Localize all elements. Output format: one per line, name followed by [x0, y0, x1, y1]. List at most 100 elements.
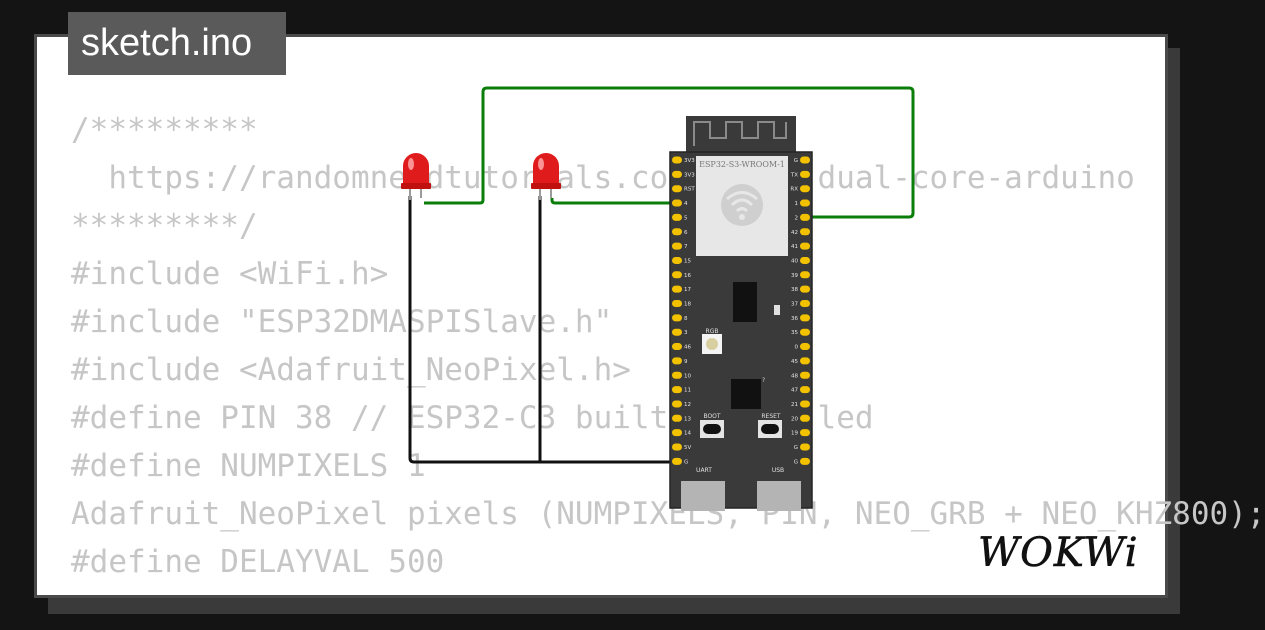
pin-right-20[interactable]: G — [794, 443, 810, 452]
pin-left-10[interactable]: 18 — [672, 300, 691, 308]
pin-left-12[interactable]: 3 — [672, 328, 688, 337]
wires — [408, 86, 915, 464]
pin-label: 3V3 — [684, 172, 695, 178]
antenna-trace — [693, 121, 787, 146]
pin-right-21[interactable]: G — [794, 457, 810, 466]
boot-button[interactable] — [700, 420, 724, 438]
pin-right-15[interactable]: 48 — [791, 371, 810, 380]
pin-left-21[interactable]: G — [672, 457, 688, 466]
pin-right-10[interactable]: 37 — [791, 300, 810, 308]
pin-label: G — [794, 445, 798, 451]
pin-label: 9 — [684, 359, 688, 365]
pin-label: 5 — [684, 215, 688, 221]
pin-right-19[interactable]: 19 — [791, 429, 810, 437]
pin-right-4[interactable]: 2 — [795, 213, 811, 222]
pin-label: 35 — [791, 330, 798, 336]
wire-led2-to-pin4[interactable] — [550, 198, 676, 205]
usb-label: USB — [772, 467, 784, 474]
pin-label: 47 — [791, 388, 798, 394]
pin-left-13[interactable]: 46 — [672, 343, 691, 351]
pin-right-0[interactable]: G — [794, 156, 810, 165]
pin-label: 37 — [791, 302, 798, 308]
pin-label: RST — [684, 187, 695, 193]
reset-label: RESET — [761, 413, 781, 420]
code-preview: /********* https://randomnerdtutorials.c… — [71, 106, 1265, 586]
pin-right-16[interactable]: 47 — [791, 386, 810, 394]
pin-label: 8 — [684, 316, 688, 322]
rgb-label: RGB — [706, 328, 719, 335]
pin-left-1[interactable]: 3V3 — [672, 170, 695, 179]
code-line: #define DELAYVAL 500 — [71, 544, 445, 580]
pin-left-4[interactable]: 5 — [672, 213, 688, 222]
code-line: https://randomnerdtutorials.com/esp32-du… — [71, 160, 1135, 196]
pin-right-6[interactable]: 41 — [791, 242, 810, 251]
pin-label: 11 — [684, 388, 691, 394]
pin-label: 2 — [795, 215, 799, 221]
pin-label: 4 — [684, 201, 688, 207]
led-red-2[interactable] — [531, 153, 561, 200]
pin-left-16[interactable]: 11 — [672, 386, 691, 394]
wire-led1-ground[interactable] — [408, 196, 676, 464]
pin-label: 14 — [684, 431, 691, 437]
pin-right-14[interactable]: 45 — [791, 357, 810, 365]
uart-usb-port[interactable] — [681, 481, 725, 511]
pin-left-17[interactable]: 12 — [672, 400, 691, 408]
circuit-diagram: ESP32-S3-WROOM-1 3V33V3RST45671516171883… — [401, 86, 915, 511]
pin-right-5[interactable]: 42 — [791, 228, 810, 236]
pin-right-12[interactable]: 35 — [791, 328, 810, 337]
mcu-chip — [731, 379, 761, 409]
chip-mark: ? — [762, 377, 765, 384]
code-line: *********/ — [71, 208, 258, 244]
pin-left-20[interactable]: 5V — [672, 443, 691, 452]
usb-port[interactable] — [757, 481, 801, 511]
preview-card: /********* https://randomnerdtutorials.c… — [34, 34, 1265, 598]
pin-label: 41 — [791, 244, 798, 250]
pin-left-19[interactable]: 14 — [672, 429, 691, 437]
pin-right-17[interactable]: 21 — [791, 400, 810, 408]
wokwi-logo-text: WOKWi — [978, 530, 1139, 576]
pin-right-11[interactable]: 36 — [791, 314, 810, 322]
pin-right-3[interactable]: 1 — [795, 199, 811, 208]
module-label: ESP32-S3-WROOM-1 — [699, 160, 785, 169]
pin-label: G — [794, 459, 798, 465]
pin-label: 5V — [684, 445, 691, 451]
pin-left-3[interactable]: 4 — [672, 199, 688, 208]
pin-left-15[interactable]: 10 — [672, 371, 691, 380]
pin-label: 20 — [791, 416, 798, 422]
wire-led1-to-pin2[interactable] — [424, 86, 915, 219]
pin-left-7[interactable]: 15 — [672, 256, 691, 265]
pin-left-5[interactable]: 6 — [672, 228, 688, 236]
pin-right-13[interactable]: 0 — [795, 343, 811, 351]
esp32-s3-devkit[interactable]: ESP32-S3-WROOM-1 3V33V3RST45671516171883… — [669, 116, 813, 511]
pin-left-11[interactable]: 8 — [672, 314, 688, 322]
pin-left-14[interactable]: 9 — [672, 357, 688, 365]
pin-right-18[interactable]: 20 — [791, 414, 810, 423]
pin-label: 38 — [791, 287, 798, 293]
pin-label: G — [794, 158, 798, 164]
pin-right-7[interactable]: 40 — [791, 256, 810, 265]
code-line: #include <WiFi.h> — [71, 256, 389, 292]
reset-button[interactable] — [758, 420, 782, 438]
pin-label: TX — [790, 172, 798, 178]
pin-right-8[interactable]: 39 — [791, 271, 810, 279]
pin-label: RX — [790, 187, 798, 193]
pin-left-18[interactable]: 13 — [672, 414, 691, 423]
pin-label: 7 — [684, 244, 688, 250]
pin-right-9[interactable]: 38 — [791, 285, 810, 294]
code-line: #include "ESP32DMASPISlave.h" — [71, 304, 613, 340]
pin-left-6[interactable]: 7 — [672, 242, 688, 251]
pin-left-9[interactable]: 17 — [672, 285, 691, 294]
file-tab-label: sketch.ino — [81, 22, 253, 64]
pin-left-2[interactable]: RST — [672, 185, 695, 193]
pin-left-0[interactable]: 3V3 — [672, 156, 695, 165]
pin-label: 46 — [684, 345, 691, 351]
file-tab[interactable]: sketch.ino — [68, 12, 286, 75]
led-red-1[interactable] — [401, 153, 431, 200]
pin-right-2[interactable]: RX — [790, 185, 810, 193]
pin-right-1[interactable]: TX — [790, 170, 810, 179]
pin-label: G — [684, 459, 688, 465]
pin-left-8[interactable]: 16 — [672, 271, 691, 279]
boot-label: BOOT — [703, 413, 720, 420]
pin-label: 18 — [684, 302, 691, 308]
pin-label: 40 — [791, 258, 798, 264]
